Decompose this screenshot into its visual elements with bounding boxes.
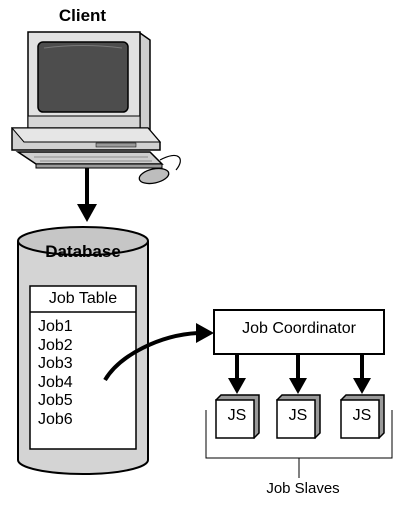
database-label: Database <box>45 242 121 261</box>
job-list-item: Job1 <box>38 318 73 335</box>
job-slaves-caption: Job Slaves <box>266 480 340 497</box>
job-slaves-bracket <box>205 410 393 478</box>
client-computer-icon <box>10 31 181 185</box>
job-slave-box-2 <box>275 394 321 440</box>
job-list-item: Job3 <box>38 355 73 373</box>
job-list-item: Job2 <box>38 336 73 354</box>
job-table-panel <box>29 285 137 450</box>
table-to-coordinator-arrow <box>103 323 214 382</box>
job-slave-label: JS <box>227 407 247 424</box>
job-slave-label: JS <box>352 407 372 424</box>
job-slave-box-3 <box>339 394 385 440</box>
job-list: Job1 Job2 Job3 Job4 Job5 Job6 <box>38 318 73 430</box>
database-cylinder <box>17 226 149 475</box>
job-slave-label: JS <box>288 407 308 424</box>
client-label: Client <box>58 6 107 25</box>
job-list-item: Job6 <box>38 410 73 428</box>
coordinator-to-slaves-arrows <box>228 354 371 394</box>
client-to-database-arrow <box>77 168 97 222</box>
job-list-item: Job4 <box>38 373 73 391</box>
job-table-header: Job Table <box>48 290 118 307</box>
job-coordinator-box <box>213 309 385 355</box>
job-slave-box-1 <box>214 394 260 440</box>
job-coordinator-label: Job Coordinator <box>242 320 356 337</box>
job-list-item: Job5 <box>38 392 73 410</box>
